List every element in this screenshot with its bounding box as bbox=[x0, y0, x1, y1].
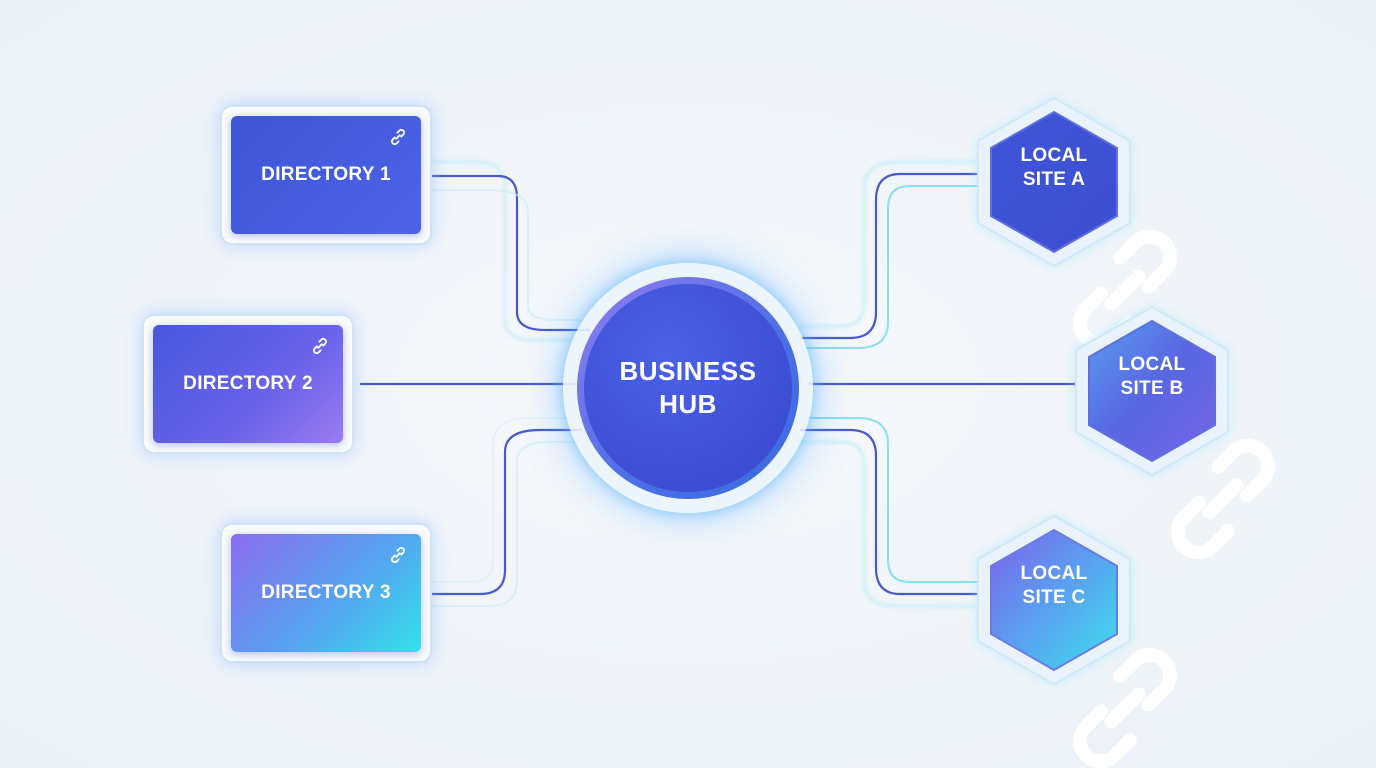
connector-directory-2 bbox=[360, 370, 575, 396]
directory-1-label: DIRECTORY 1 bbox=[261, 164, 391, 185]
directory-3-label: DIRECTORY 3 bbox=[261, 582, 391, 603]
link-icon bbox=[391, 546, 405, 564]
link-icon bbox=[391, 128, 405, 146]
link-icon bbox=[313, 337, 327, 355]
link-icon bbox=[1073, 647, 1177, 768]
local-site-a-node[interactable]: LOCAL SITE A bbox=[972, 94, 1177, 351]
directory-3-node[interactable]: DIRECTORY 3 bbox=[220, 523, 432, 663]
hexagon-shape bbox=[977, 96, 1131, 268]
directory-2-card: DIRECTORY 2 bbox=[153, 325, 343, 443]
connector-directory-3 bbox=[432, 417, 588, 607]
directory-1-node[interactable]: DIRECTORY 1 bbox=[220, 105, 432, 245]
business-hub-node[interactable]: BUSINESS HUB bbox=[584, 284, 792, 492]
local-site-a-label: LOCAL SITE A bbox=[1020, 145, 1088, 190]
connector-directory-1 bbox=[432, 160, 592, 342]
local-site-c-node[interactable]: LOCAL SITE C bbox=[972, 512, 1177, 768]
directory-3-card: DIRECTORY 3 bbox=[231, 534, 421, 652]
local-site-b-node[interactable]: LOCAL SITE B bbox=[1070, 303, 1275, 560]
directory-1-card: DIRECTORY 1 bbox=[231, 116, 421, 234]
directory-2-label: DIRECTORY 2 bbox=[183, 373, 313, 394]
link-icon bbox=[1171, 438, 1275, 560]
hexagon-shape bbox=[977, 514, 1131, 686]
connector-local-site-a bbox=[800, 160, 978, 349]
local-site-c-label: LOCAL SITE C bbox=[1020, 563, 1088, 608]
directory-2-node[interactable]: DIRECTORY 2 bbox=[142, 314, 354, 454]
hub-label: BUSINESS HUB bbox=[619, 356, 757, 419]
hexagon-shape bbox=[1075, 305, 1229, 477]
connector-local-site-c bbox=[800, 417, 978, 608]
local-site-b-label: LOCAL SITE B bbox=[1118, 354, 1186, 399]
connector-local-site-b bbox=[808, 370, 1075, 396]
